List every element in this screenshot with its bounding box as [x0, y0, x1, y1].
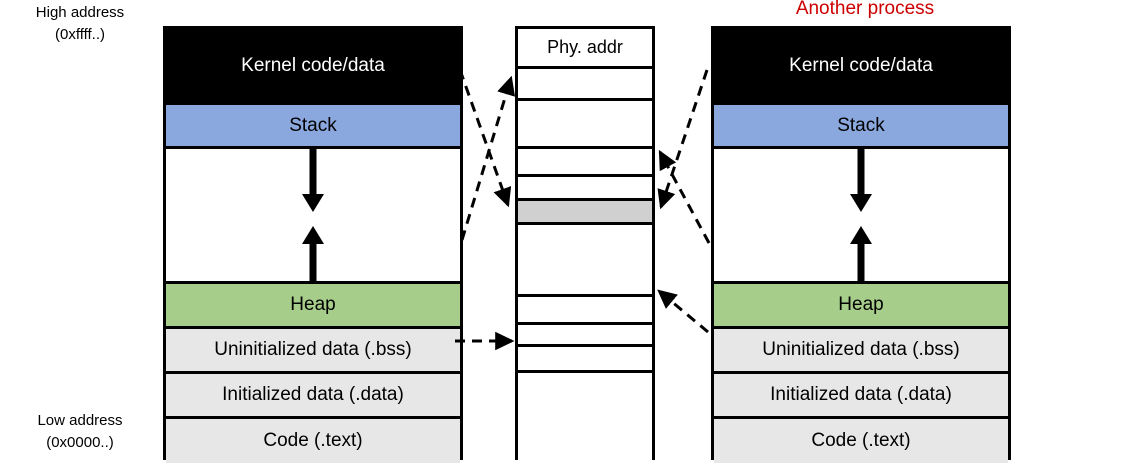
- arrow-right-kernel-to-phy-filled: [657, 69, 709, 210]
- physical-frame-row: [518, 69, 652, 101]
- physical-address-header-label: Phy. addr: [547, 37, 623, 57]
- stack-grows-down-arrow-shaft-right: [857, 149, 865, 194]
- physical-frame-row: [518, 297, 652, 325]
- high-address-line2: (0xffff..): [54, 25, 106, 43]
- segment-left-gap: [166, 149, 460, 284]
- segment-label: Initialized data (.data): [222, 384, 404, 405]
- high-address-line1: High address: [35, 4, 125, 21]
- physical-address-header: Phy. addr: [518, 29, 652, 69]
- heap-grows-up-arrow-shaft-left: [309, 244, 317, 284]
- physical-frame-row: [518, 177, 652, 201]
- physical-frame-row: [518, 225, 652, 297]
- segment-label: Code (.text): [811, 430, 911, 451]
- physical-frame-row: [518, 149, 652, 177]
- heap-grows-up-arrow-shaft-right: [857, 244, 865, 284]
- segment-right-heap: Heap: [714, 284, 1008, 329]
- segment-label: Stack: [289, 114, 337, 136]
- physical-address-column: Phy. addr: [515, 26, 655, 463]
- segment-label: Kernel code/data: [241, 55, 385, 76]
- low-address-line1: Low address: [37, 412, 123, 429]
- segment-left-initialized-data-data: Initialized data (.data): [166, 374, 460, 419]
- low-address-line2: (0x0000..): [46, 433, 114, 451]
- segment-label: Uninitialized data (.bss): [762, 339, 960, 360]
- high-address-label: High address (0xffff..): [0, 2, 160, 46]
- segment-label: Uninitialized data (.bss): [214, 339, 412, 360]
- physical-frame-row: [518, 373, 652, 463]
- physical-frame-row: [518, 325, 652, 347]
- segment-label: Heap: [290, 294, 336, 315]
- segment-left-code-text: Code (.text): [166, 419, 460, 463]
- segment-right-initialized-data-data: Initialized data (.data): [714, 374, 1008, 419]
- segment-label: Kernel code/data: [789, 55, 933, 76]
- arrow-left-gap-to-phy-row2: [460, 75, 516, 241]
- heap-grows-up-arrow-head-right: [850, 226, 872, 244]
- stack-grows-down-arrow-head-right: [850, 194, 872, 212]
- segment-right-kernel-code-data: Kernel code/data: [714, 29, 1008, 105]
- segment-label: Heap: [838, 294, 884, 315]
- segment-right-stack: Stack: [714, 105, 1008, 149]
- segment-label: Stack: [837, 114, 885, 136]
- arrow-right-bss-to-phy-row7: [657, 289, 709, 334]
- segment-left-heap: Heap: [166, 284, 460, 329]
- segment-left-kernel-code-data: Kernel code/data: [166, 29, 460, 105]
- segment-left-uninitialized-data-bss: Uninitialized data (.bss): [166, 329, 460, 374]
- segment-right-uninitialized-data-bss: Uninitialized data (.bss): [714, 329, 1008, 374]
- physical-frame-row-filled: [518, 201, 652, 225]
- segment-left-stack: Stack: [166, 105, 460, 149]
- physical-frame-row: [518, 347, 652, 373]
- arrow-right-gap-to-phy-row4: [658, 149, 711, 244]
- growth-arrows-right: [848, 149, 874, 284]
- heap-grows-up-arrow-head-left: [302, 226, 324, 244]
- another-process-title: Another process: [795, 0, 935, 19]
- stack-grows-down-arrow-shaft-left: [309, 149, 317, 194]
- arrow-left-kernel-to-phy-filled: [458, 69, 512, 208]
- segment-label: Code (.text): [263, 430, 363, 451]
- low-address-label: Low address (0x0000..): [0, 410, 160, 454]
- physical-frame-row: [518, 101, 652, 149]
- stack-grows-down-arrow-head-left: [302, 194, 324, 212]
- segment-right-code-text: Code (.text): [714, 419, 1008, 463]
- segment-label: Initialized data (.data): [770, 384, 952, 405]
- segment-right-gap: [714, 149, 1008, 284]
- growth-arrows-left: [300, 149, 326, 284]
